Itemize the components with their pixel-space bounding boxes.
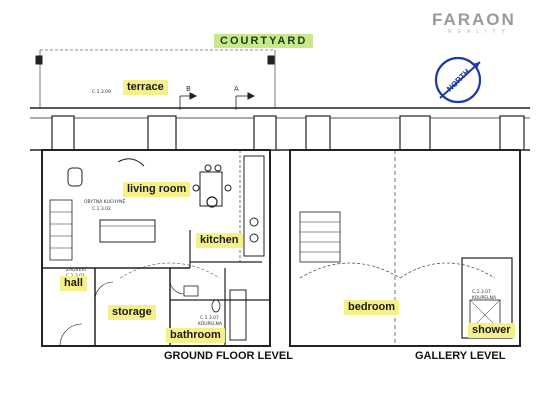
room-label-bathroom: bathroom: [166, 328, 225, 343]
bathroom-title: KOUPELNA: [198, 322, 223, 327]
terrace-code: C.1.3.09: [92, 90, 111, 95]
north-compass-icon: NORTH: [434, 56, 482, 104]
living-room-title: OBYTNÁ KUCHYNĚ: [84, 200, 126, 205]
room-label-kitchen: kitchen: [196, 233, 243, 248]
living-room-code: C.1.3.02: [92, 207, 111, 212]
room-label-hall: hall: [60, 276, 87, 291]
shower-title: KOUPELNA: [472, 296, 497, 301]
room-label-bedroom: bedroom: [344, 300, 400, 315]
section-marker-b: B: [186, 85, 191, 93]
brand-logo: FARAON: [432, 10, 516, 29]
room-label-terrace: terrace: [123, 80, 168, 95]
shower-code: C.1.3.07: [472, 290, 491, 295]
bathroom-code: C.1.3.07: [200, 316, 219, 321]
room-label-storage: storage: [108, 305, 156, 320]
room-label-living-room: living room: [123, 182, 191, 197]
compass-north-label: NORTH: [445, 67, 472, 94]
ground-floor-level-title: GROUND FLOOR LEVEL: [164, 350, 293, 362]
room-label-shower: shower: [468, 323, 515, 338]
gallery-level-title: GALLERY LEVEL: [415, 350, 506, 362]
brand-subtitle: REALITY: [448, 29, 511, 35]
section-marker-a: A: [234, 85, 239, 93]
courtyard-label: COURTYARD: [214, 34, 314, 48]
hall-title: ZÁDVEŘÍ: [66, 268, 86, 273]
